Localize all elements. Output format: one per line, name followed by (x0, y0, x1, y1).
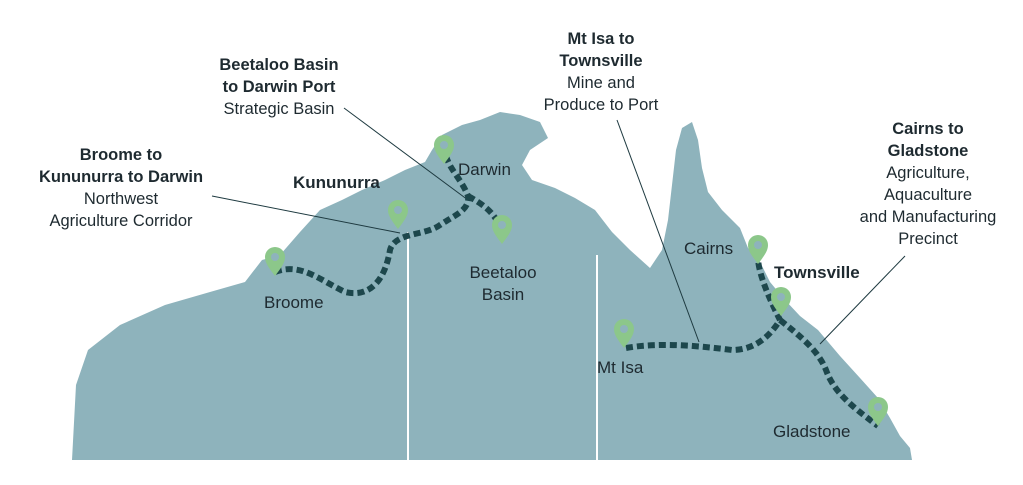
callout-title-line: Broome to (79, 146, 163, 164)
place-label-kununurra: Kununurra (293, 173, 380, 192)
place-label-gladstone: Gladstone (773, 422, 851, 441)
leader-mtisa-townsville (616, 119, 700, 343)
place-label-beetaloo-line-1: Beetaloo (469, 263, 537, 282)
broome-pin-icon (265, 247, 285, 276)
place-label-darwin: Darwin (458, 160, 511, 179)
routes (273, 155, 880, 429)
place-label-mt-isa: Mt Isa (597, 358, 644, 377)
callout-broome-kununurra-darwin: Broome to Kununurra to Darwin Northwest … (18, 144, 224, 232)
callout-sub-line: Strategic Basin (223, 100, 335, 118)
beetaloo-pin-icon (492, 215, 512, 244)
location-pins (265, 135, 888, 426)
callout-title-line: Gladstone (887, 142, 969, 160)
callout-beetaloo-darwin-port: Beetaloo Basin to Darwin Port Strategic … (196, 54, 362, 120)
place-label-cairns: Cairns (684, 239, 734, 258)
callout-sub-line: Produce to Port (543, 96, 659, 114)
callout-title-line: Townsville (559, 52, 643, 70)
callout-title-line: Cairns to (892, 120, 964, 138)
callout-sub-line: Agriculture, (886, 164, 970, 182)
callout-title-line: Kununurra to Darwin (38, 168, 204, 186)
callout-sub-line: Aquaculture (883, 186, 973, 204)
darwin-pin-icon (434, 135, 454, 164)
route-mtisa-townsville (625, 251, 784, 354)
kununurra-pin-icon (388, 200, 408, 229)
leader-cairns-gladstone (819, 255, 906, 345)
leader-broome-darwin (211, 195, 401, 234)
route-townsville-gladstone (778, 317, 880, 429)
gladstone-pin-icon (868, 397, 888, 426)
cairns-pin-icon (748, 235, 768, 264)
callout-sub-line: and Manufacturing (859, 208, 997, 226)
callout-mt-isa-townsville: Mt Isa to Townsville Mine and Produce to… (526, 28, 676, 116)
townsville-pin-icon (771, 287, 791, 316)
place-label-beetaloo-basin: Beetaloo Basin (462, 262, 544, 306)
mt-isa-pin-icon (614, 319, 634, 348)
callout-sub-line: Mine and (567, 74, 635, 92)
callout-title-line: to Darwin Port (222, 78, 336, 96)
route-beetaloo-darwin (466, 193, 503, 228)
place-label-broome: Broome (264, 293, 324, 312)
place-label-townsville: Townsville (774, 263, 860, 282)
callout-title-line: Beetaloo Basin (219, 56, 339, 74)
route-broome-kununurra-darwin (273, 155, 472, 297)
callout-sub-line: Northwest (83, 190, 159, 208)
northern-australia-landmass (72, 112, 912, 460)
place-label-beetaloo-line-2: Basin (481, 285, 525, 304)
callout-title-line: Mt Isa to (567, 30, 635, 48)
callout-sub-line: Agriculture Corridor (49, 212, 193, 230)
callout-sub-line: Precinct (898, 230, 958, 248)
leader-beetaloo-darwin (343, 107, 469, 201)
callout-cairns-gladstone: Cairns to Gladstone Agriculture, Aquacul… (840, 118, 1016, 250)
callout-leader-lines (211, 107, 906, 345)
